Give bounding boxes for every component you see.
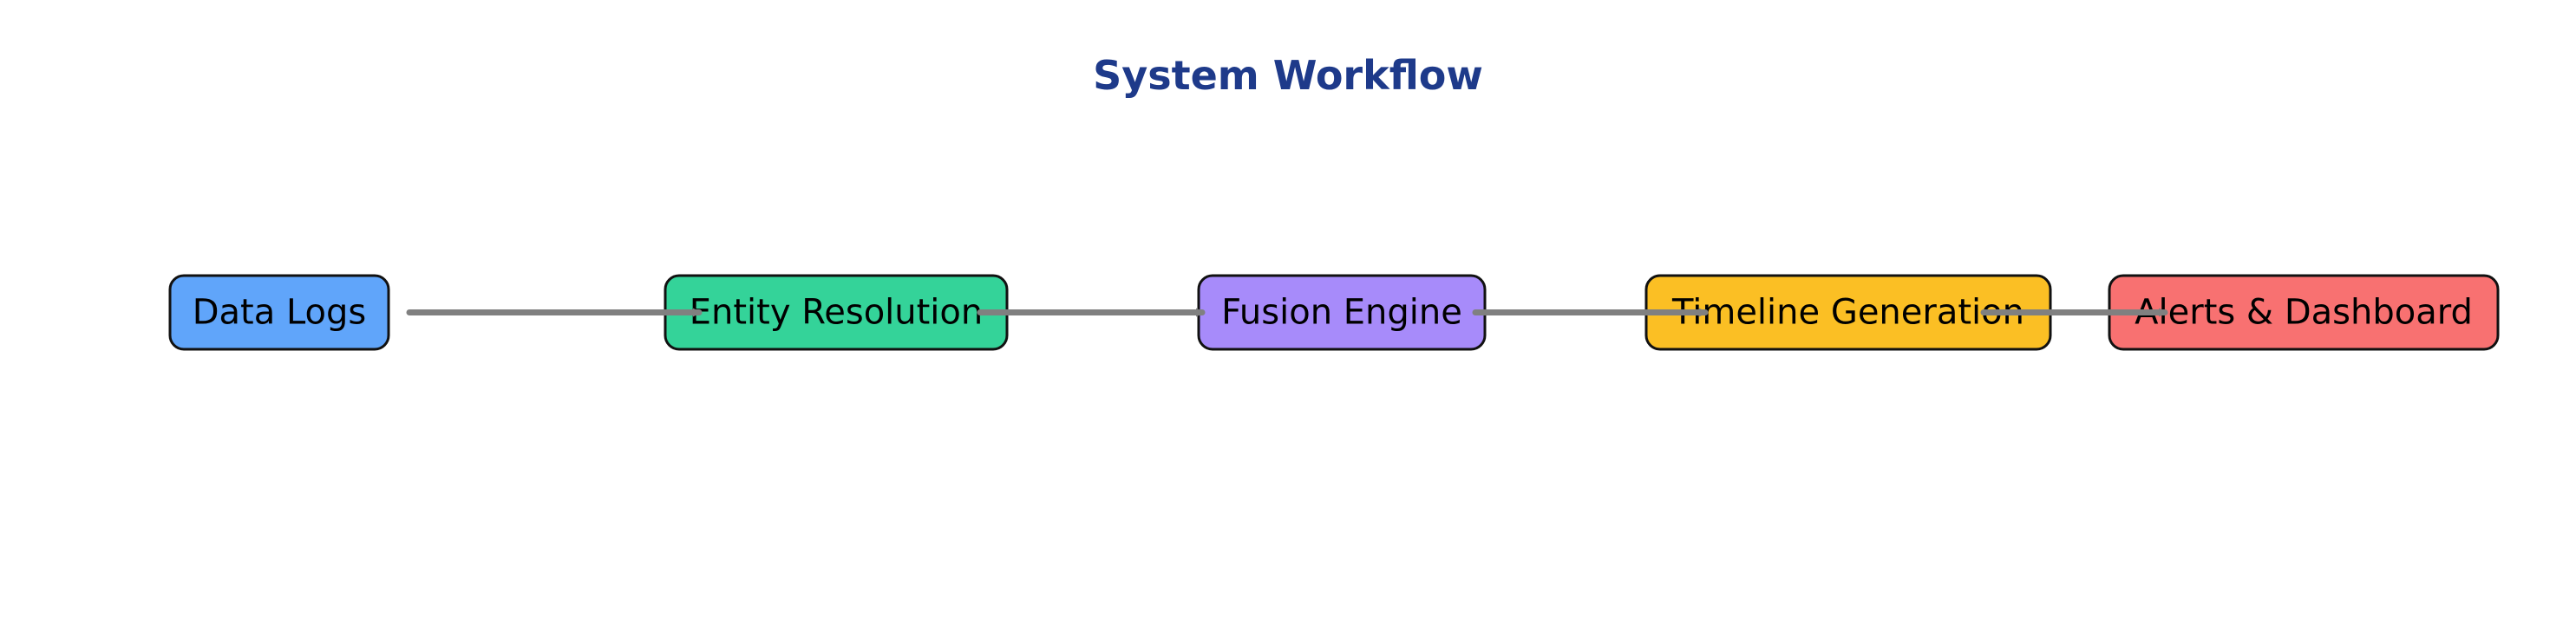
node-fusion-engine: Fusion Engine: [1197, 274, 1487, 351]
node-entity-resolution: Entity Resolution: [664, 274, 1009, 351]
node-label-alerts-dashboard: Alerts & Dashboard: [2135, 293, 2473, 333]
node-label-data-logs: Data Logs: [193, 293, 367, 333]
node-data-logs: Data Logs: [168, 274, 390, 351]
node-box-data-logs: [168, 274, 390, 351]
diagram-title: System Workflow: [1093, 52, 1483, 99]
node-label-timeline-generation: Timeline Generation: [1671, 293, 2024, 333]
node-label-entity-resolution: Entity Resolution: [690, 293, 984, 333]
node-label-fusion-engine: Fusion Engine: [1221, 293, 1462, 333]
